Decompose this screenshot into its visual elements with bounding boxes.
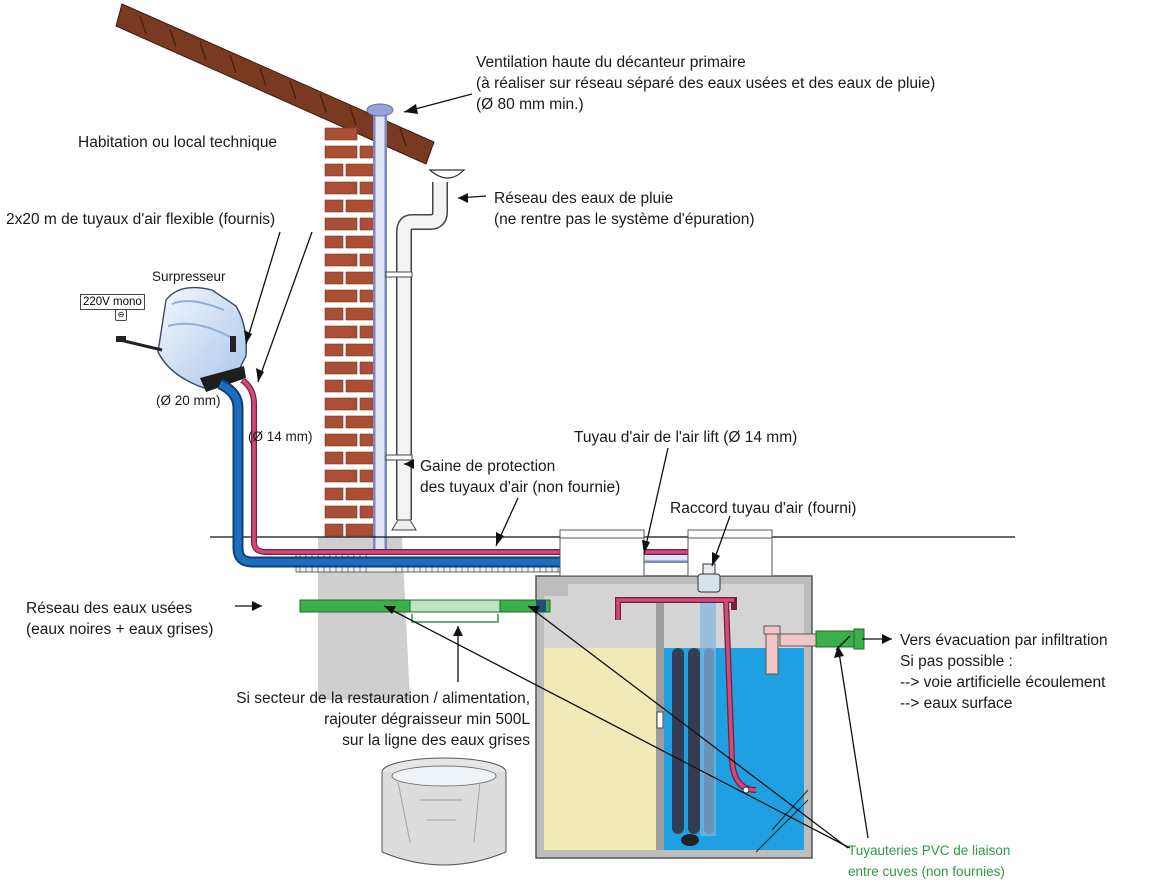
label-rain-network: Réseau des eaux de pluie (ne rentre pas … — [494, 190, 755, 228]
roof-shingles — [139, 15, 407, 147]
air-connector — [697, 563, 721, 593]
blower-surpresseur — [157, 286, 247, 392]
label-protective-sheath: Gaine de protection des tuyaux d'air (no… — [420, 458, 621, 496]
label-habitation: Habitation ou local technique — [78, 134, 278, 151]
brick-wall — [324, 127, 379, 537]
label-diameter-14: (Ø 14 mm) — [248, 429, 313, 444]
wastewater-inlet-pipe — [299, 599, 551, 623]
rain-downpipe — [385, 169, 466, 531]
label-air-hoses: 2x20 m de tuyaux d'air flexible (fournis… — [6, 211, 276, 228]
label-pvc-pipes: Tuyauteries PVC de liaison entre cuves (… — [848, 843, 1011, 879]
label-power-supply: 220V mono — [80, 294, 145, 310]
label-ventilation: Ventilation haute du décanteur primaire … — [476, 54, 936, 113]
grease-trap — [381, 757, 507, 866]
power-plug-icon: ⊖ — [115, 309, 127, 321]
septic-tank — [535, 529, 813, 859]
vent-cap — [366, 103, 394, 117]
leader-lines — [235, 93, 892, 849]
power-cable — [119, 338, 163, 352]
label-outlet: Vers évacuation par infiltration Si pas … — [900, 632, 1108, 712]
label-wastewater: Réseau des eaux usées (eaux noires + eau… — [26, 600, 214, 638]
label-grease-trap: Si secteur de la restauration / alimenta… — [236, 690, 530, 749]
label-air-connector: Raccord tuyau d'air (fourni) — [670, 500, 857, 517]
label-diameter-20: (Ø 20 mm) — [156, 393, 221, 408]
label-surpresseur: Surpresseur — [152, 269, 226, 284]
roof — [115, 3, 435, 165]
label-air-lift-hose: Tuyau d'air de l'air lift (Ø 14 mm) — [574, 429, 798, 446]
arrowheads — [244, 104, 892, 658]
wall-foundation — [318, 537, 410, 700]
